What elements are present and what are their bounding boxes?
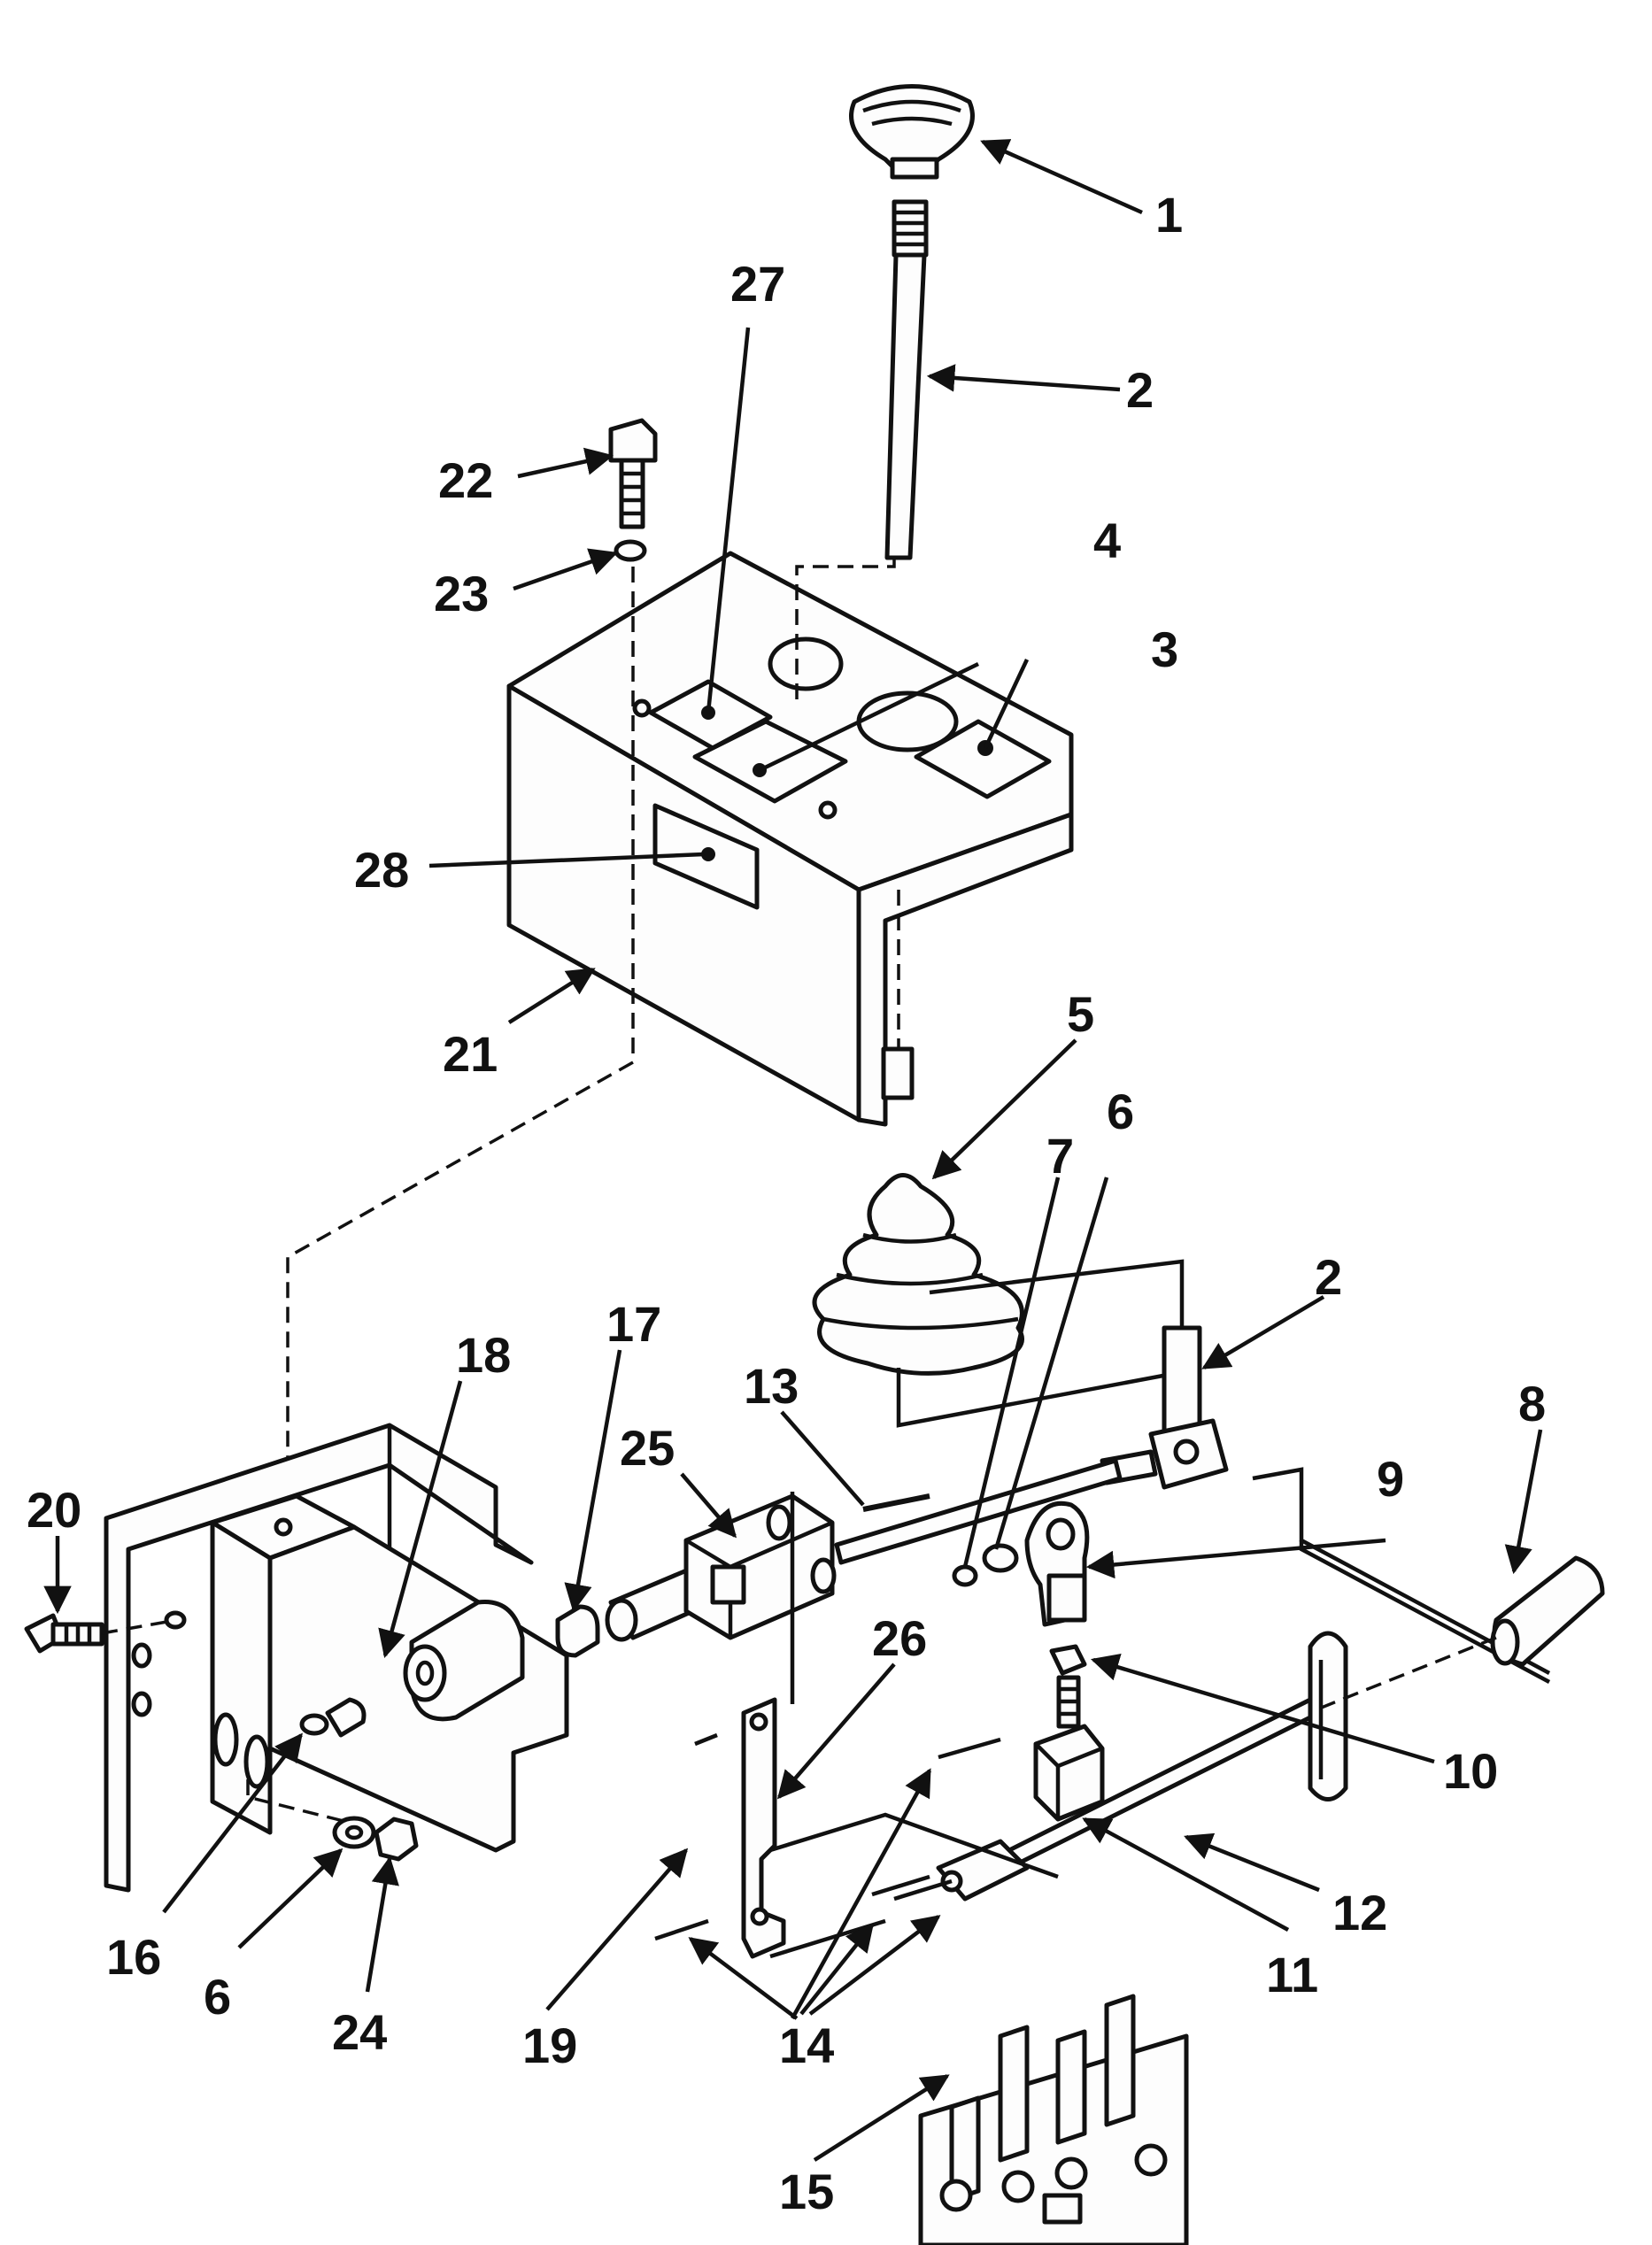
label-21: 21 — [443, 1026, 498, 1082]
label-23: 23 — [434, 566, 489, 621]
part-labels: 1 2 27 22 23 4 3 28 21 5 7 6 2 8 9 10 12… — [27, 187, 1546, 2219]
bushing-part — [555, 1604, 600, 1658]
screw-20-part — [24, 1613, 104, 1654]
lever-rod-part — [884, 199, 929, 560]
label-5: 5 — [1067, 986, 1094, 1042]
washer-6-upper-part — [982, 1543, 1019, 1573]
label-22: 22 — [438, 452, 493, 508]
cover-box-part — [506, 551, 1074, 1127]
label-17: 17 — [606, 1296, 661, 1352]
label-20: 20 — [27, 1482, 81, 1538]
label-15: 15 — [779, 2164, 834, 2219]
label-18: 18 — [456, 1327, 511, 1383]
label-1: 1 — [1155, 187, 1183, 243]
lower-lever-part — [1100, 1325, 1229, 1490]
label-4: 4 — [1093, 513, 1121, 568]
knob-part — [849, 84, 975, 180]
label-9: 9 — [1377, 1451, 1404, 1507]
lever-arm-part — [741, 1697, 786, 1959]
rod-end-part — [1024, 1501, 1090, 1627]
handle-grip-part — [1490, 1555, 1605, 1667]
label-2-lower: 2 — [1315, 1249, 1342, 1305]
label-27: 27 — [730, 256, 785, 312]
label-11: 11 — [1266, 1947, 1318, 2002]
label-6-lower: 6 — [204, 1969, 231, 2025]
leader-lines — [43, 139, 1543, 2162]
pivot-shaft-part — [403, 1600, 525, 1722]
washer-6-lower-part — [332, 1816, 376, 1849]
washer-7-part — [952, 1564, 978, 1587]
label-25: 25 — [620, 1420, 675, 1476]
jam-nut-part — [1049, 1644, 1087, 1729]
label-28: 28 — [354, 842, 409, 898]
rubber-boot-part — [812, 1173, 1024, 1376]
washer-part — [614, 539, 647, 562]
label-8: 8 — [1518, 1376, 1546, 1431]
clevis-part — [1033, 1724, 1105, 1822]
lock-washer-part — [299, 1697, 367, 1738]
label-6-upper: 6 — [1107, 1084, 1134, 1139]
label-10: 10 — [1443, 1743, 1498, 1799]
label-16: 16 — [106, 1929, 161, 1985]
label-3: 3 — [1151, 621, 1178, 677]
label-24: 24 — [332, 2004, 387, 2060]
label-13: 13 — [744, 1358, 799, 1414]
label-7: 7 — [1046, 1128, 1074, 1184]
label-26: 26 — [872, 1610, 927, 1666]
label-12: 12 — [1332, 1885, 1387, 1940]
nut-24-part — [374, 1817, 419, 1862]
control-valve-part — [918, 1994, 1189, 2245]
bolt-part — [608, 418, 658, 529]
label-19: 19 — [522, 2017, 577, 2073]
label-2-upper: 2 — [1126, 362, 1154, 418]
slotted-guide-part — [1308, 1631, 1348, 1801]
yoke-part — [683, 1493, 837, 1640]
label-14: 14 — [779, 2017, 834, 2073]
clevis-pin-part — [862, 1493, 930, 1512]
